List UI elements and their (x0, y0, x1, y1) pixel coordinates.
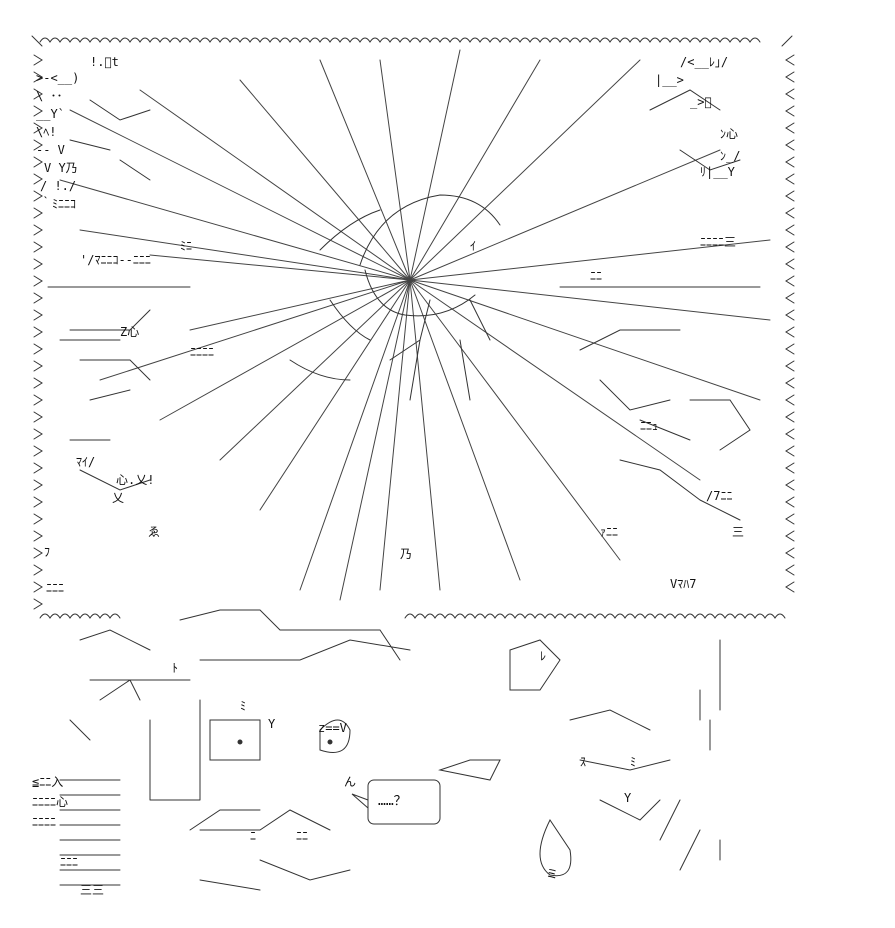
bottom-right-figure (509, 639, 671, 821)
upper-left-row-1: !.ﾞt (90, 55, 119, 69)
bottom-right-teardrop (539, 819, 572, 877)
bottom-scallop-border-left (39, 613, 121, 619)
lower-right-label-5: /7ﾆﾆ (706, 489, 733, 503)
bottom-scallop-border-right (404, 613, 786, 619)
upper-right-row-1: /<__ﾚ｣/ (680, 55, 729, 69)
central-figure-head (359, 194, 501, 401)
upper-right-row-2: |__> (655, 73, 684, 87)
bottom-center-label-3: ﾐ (240, 699, 247, 713)
lower-right-label-2: 三 (732, 525, 745, 539)
center-character-lower (199, 809, 351, 891)
upper-left-row-8: / !./ (40, 179, 77, 193)
lower-left-character-body (149, 699, 261, 831)
lower-left-label-6: ﾆﾆﾆ (46, 581, 65, 595)
bottom-center-label-7: ん (344, 775, 357, 789)
bottom-center-label-1: z==V (318, 721, 347, 735)
left-upper-figure (69, 99, 151, 181)
bottom-center-label-2: Y (268, 717, 276, 731)
lower-left-character-hair (69, 629, 191, 741)
upper-left-row-6: -- V (36, 143, 65, 157)
upper-right-row-8: ﾆﾆ (590, 269, 603, 283)
bottom-center-label-5: ﾆﾆ (296, 829, 309, 843)
speech-bubble-arrow (438, 759, 501, 781)
right-figure-arm (619, 459, 741, 521)
center-label-2: ﾆﾆﾆﾆ (190, 345, 215, 359)
upper-right-row-4: ﾝ心 (720, 127, 739, 141)
lower-right-label-1: ﾆﾆｭ (640, 419, 659, 433)
upper-right-row-7: ﾆﾆﾆﾆ三 (700, 235, 737, 249)
lower-left-label-2: 心.乂! (116, 473, 155, 487)
bottom-left-label-3: ﾆﾆﾆﾆ (32, 815, 57, 829)
upper-left-row-9: ｀ﾐﾆﾆｺ (40, 197, 77, 211)
upper-left-row-2: >-<__) (36, 71, 80, 85)
center-character-eye-right (327, 739, 333, 745)
bottom-right-label-3: ﾐ (630, 755, 637, 769)
center-label-1: Z心 (120, 325, 140, 339)
lower-right-label-4: Vﾏﾊ7 (670, 577, 697, 591)
upper-right-row-6: ﾘ|__Y (700, 165, 735, 179)
speech-bubble (367, 779, 441, 825)
lower-left-steps (59, 779, 121, 886)
bottom-left-label-5: 三三 (80, 883, 105, 897)
lower-left-label-3: 乂 (112, 491, 125, 505)
speech-bubble-text: ……？ (378, 794, 407, 809)
left-zigzag-border (33, 54, 43, 610)
bottom-center-label-6: ﾄ (172, 661, 179, 675)
speed-lines (59, 49, 771, 601)
lower-left-label-4: ゑ (148, 525, 161, 539)
center-label-5: ｲ (470, 239, 477, 253)
upper-left-row-3: \ ･･ (36, 89, 63, 103)
center-character-eye-left (237, 739, 243, 745)
upper-right-row-5: ﾝ_/ (720, 149, 741, 163)
left-figure-body (69, 309, 151, 491)
right-zigzag-border (785, 54, 795, 593)
center-label-3: 乃 (400, 547, 413, 561)
right-figure-body (579, 329, 751, 451)
bottom-left-label-2: ﾆﾆﾆﾆ心 (32, 795, 69, 809)
center-label-4: ﾐﾆ (180, 239, 193, 253)
bottom-right-label-2: ｽ (580, 755, 587, 769)
bottom-right-lines (659, 639, 721, 871)
upper-left-row-7: V Y乃 (44, 161, 78, 175)
central-figure-hair-strands (289, 209, 381, 381)
lower-left-label-5: ﾌ (44, 545, 51, 559)
lower-left-label-1: ﾏｲ/ (76, 455, 96, 469)
center-character-cap (179, 609, 411, 661)
upper-right-row-3: _>ﾞ (690, 95, 712, 109)
center-character-face (209, 719, 351, 761)
bottom-left-label-1: ≦ﾆﾆ入 (32, 775, 64, 789)
upper-right-bird (649, 89, 741, 171)
bottom-right-label-5: ミ (546, 867, 559, 881)
bottom-center-label-4: ﾆ (250, 829, 257, 843)
bottom-right-label-4: Y (624, 791, 632, 805)
upper-left-row-5: \ﾍ! (36, 125, 57, 139)
upper-left-row-4: __Y` (36, 107, 65, 121)
lower-right-label-3: ｧﾆﾆ (600, 525, 619, 539)
speech-bubble-tail (351, 793, 369, 809)
top-scallop-border (39, 37, 761, 43)
top-border-left-slash (31, 35, 43, 47)
top-border-right-slash (781, 35, 793, 47)
bottom-left-label-4: ﾆﾆﾆ (60, 855, 79, 869)
upper-left-row-10: '/ﾏﾆﾆｺ--ﾆﾆﾆ (80, 253, 151, 267)
bottom-right-label-1: ﾚ (540, 649, 547, 663)
